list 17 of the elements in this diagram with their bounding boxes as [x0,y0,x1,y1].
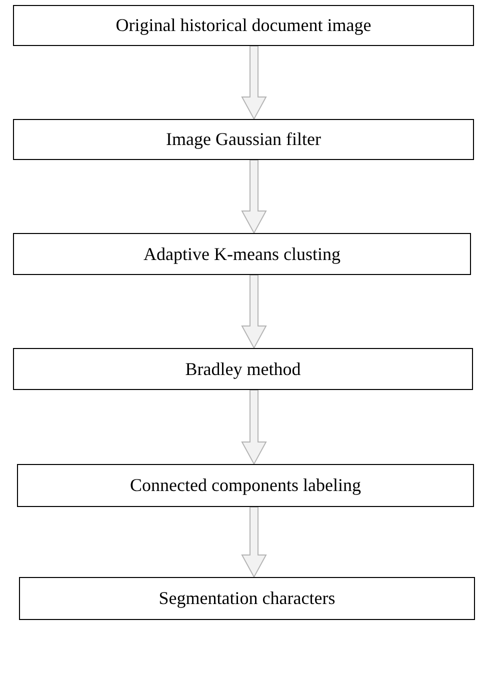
block-arrow [241,390,267,466]
box-label: Segmentation characters [158,587,336,610]
block-arrow [241,506,267,578]
process-box [13,119,474,160]
box-label: Original historical document image [116,14,372,37]
block-arrow [241,160,267,234]
process-box [17,464,474,507]
process-box [13,5,474,46]
process-box [19,577,475,620]
box-label: Adaptive K-means clusting [144,242,340,266]
box-label: Bradley method [185,358,301,380]
process-box [13,348,473,390]
process-box [13,233,471,275]
block-arrow [241,274,267,350]
block-arrow [241,46,267,120]
box-label: Connected components labeling [130,474,361,497]
box-label: Image Gaussian filter [166,128,321,151]
